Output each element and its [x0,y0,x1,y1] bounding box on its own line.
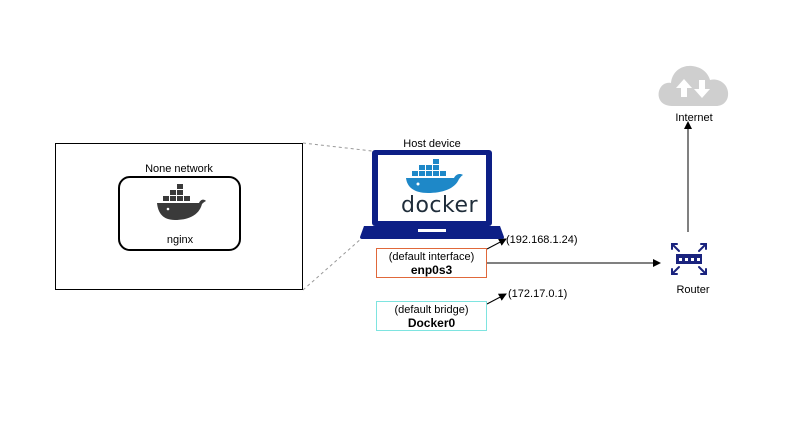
bridge-name: Docker0 [407,316,456,330]
none-network-title: None network [145,163,213,175]
container-label: nginx [166,234,194,246]
router-label: Router [676,284,710,296]
link-interface-to-ip [486,238,507,250]
interface-box: (default interface) enp0s3 [376,248,487,278]
interface-ip: (192.168.1.24) [506,234,578,246]
link-bridge-to-ip [486,293,507,305]
router-icon [671,243,707,275]
bridge-caption: (default bridge) [394,304,469,316]
none-network-box [55,143,303,290]
cloud-upload-download-icon [658,65,729,106]
internet-label: Internet [675,112,713,124]
projection-line-bottom [302,237,363,291]
docker-logo-icon [406,159,463,193]
interface-name: enp0s3 [410,263,453,277]
docker-whale-icon [157,184,206,220]
container-box [118,176,241,251]
interface-caption: (default interface) [388,251,475,263]
docker-brand-text: docker [401,193,479,218]
host-title: Host device [403,138,461,150]
bridge-ip: (172.17.0.1) [508,288,568,300]
bridge-box: (default bridge) Docker0 [376,301,487,331]
